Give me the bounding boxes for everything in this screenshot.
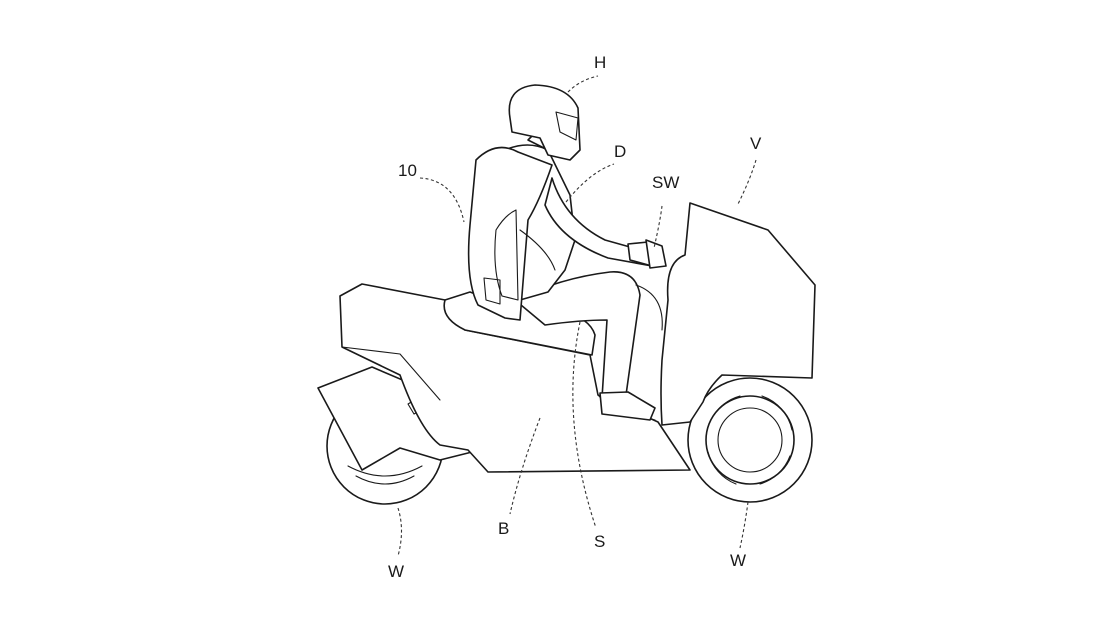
label-driver: D [614,142,626,161]
airbag-vest [467,146,556,321]
label-vest: 10 [398,161,417,180]
label-wheel-front: W [730,551,746,570]
label-body: B [498,519,509,538]
label-helmet: H [594,53,606,72]
handlebar [635,239,667,331]
front-wheel [687,377,813,503]
helmet [508,84,581,161]
front-cowl [660,202,816,426]
leader-lines [397,75,757,557]
label-steering: SW [652,173,679,192]
label-wheel-rear: W [388,562,404,581]
reference-labels: H 10 D SW V W W B S [388,53,762,581]
label-seat: S [594,532,605,551]
label-vehicle: V [750,134,762,153]
